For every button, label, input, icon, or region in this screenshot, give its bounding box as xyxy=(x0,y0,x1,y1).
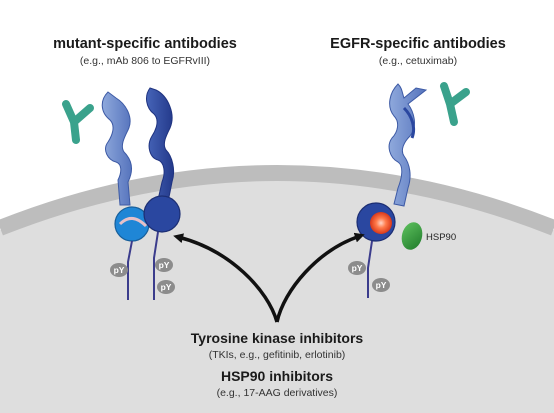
cell-membrane xyxy=(0,165,554,236)
arrow-right xyxy=(275,232,365,323)
right-receptor xyxy=(356,83,428,298)
hsp90-inhibitors-subtitle: (e.g., 17-AAG derivatives) xyxy=(216,387,338,399)
tki-subtitle: (TKIs, e.g., gefitinib, erlotinib) xyxy=(208,349,346,361)
left-tail-1 xyxy=(127,240,133,300)
right-py-2: pY xyxy=(376,280,387,290)
right-tail xyxy=(367,240,373,298)
right-receptor-ectodomain xyxy=(388,83,428,207)
hsp90-inhibitors-title: HSP90 inhibitors xyxy=(220,368,334,384)
right-phospho-markers: pY pY xyxy=(348,261,390,292)
right-subtitle: (e.g., cetuximab) xyxy=(378,55,458,67)
right-kinase-core xyxy=(370,212,392,234)
left-subtitle: (e.g., mAb 806 to EGFRvIII) xyxy=(79,55,211,67)
tki-title: Tyrosine kinase inhibitors xyxy=(190,330,364,346)
inhibitor-arrows xyxy=(173,232,365,323)
arrow-left xyxy=(173,233,279,323)
left-py-2: pY xyxy=(159,260,170,270)
left-phospho-markers: pY pY pY xyxy=(110,258,175,294)
left-py-1: pY xyxy=(114,265,125,275)
hsp90-shape xyxy=(401,222,423,250)
right-py-1: pY xyxy=(352,263,363,273)
left-receptor-light-ectodomain xyxy=(101,91,132,206)
left-kinase-dark xyxy=(143,195,181,233)
left-antibody xyxy=(62,100,94,144)
hsp90-label: HSP90 xyxy=(426,232,456,243)
right-antibody xyxy=(440,82,470,126)
left-title: mutant-specific antibodies xyxy=(53,36,237,52)
left-tail-2 xyxy=(153,231,159,300)
left-receptor-dimer xyxy=(101,87,181,300)
left-receptor-dark-ectodomain xyxy=(146,87,175,203)
left-py-3: pY xyxy=(161,282,172,292)
right-title: EGFR-specific antibodies xyxy=(330,36,506,52)
